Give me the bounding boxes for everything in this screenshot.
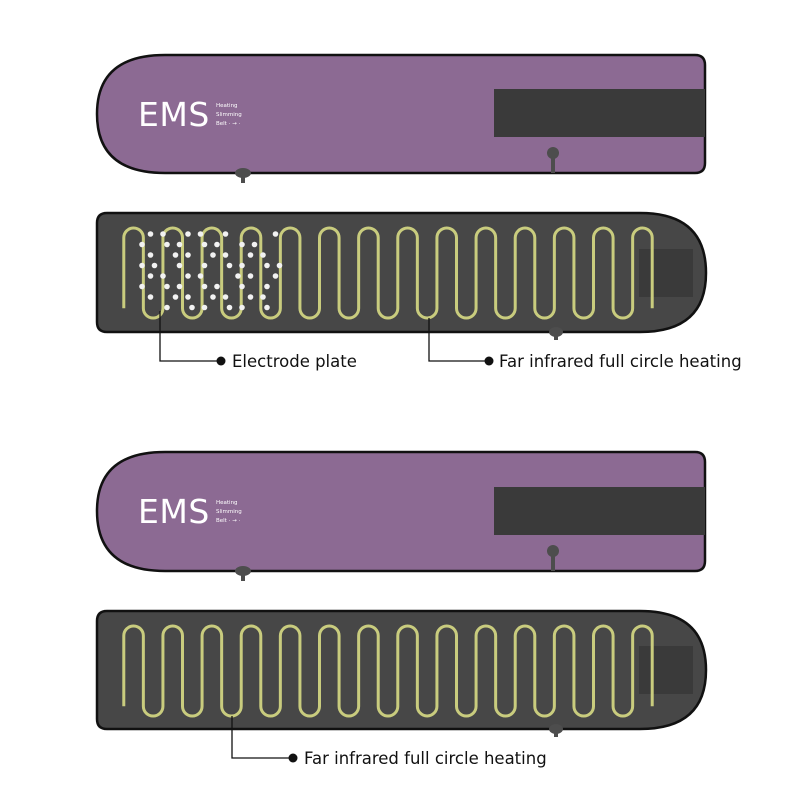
belt-2-front-snap-button-right: [547, 545, 559, 571]
belt-2-heating-wire: [122, 624, 654, 718]
electrode-dot: [197, 231, 204, 237]
electrode-dot: [239, 283, 245, 290]
belt-1-callout-electrode-leader: [159, 311, 220, 362]
electrode-dot: [151, 262, 158, 269]
electrode-dot: [276, 262, 283, 269]
belt-2-callout-heating-label: Far infrared full circle heating: [304, 749, 547, 768]
electrode-dot: [185, 252, 191, 258]
electrode-dot: [260, 294, 266, 300]
belt-1-tagline-line-2: Slimming: [216, 112, 242, 118]
electrode-dot: [239, 241, 245, 248]
belt-1-callout-electrode-label: Electrode plate: [232, 352, 357, 371]
electrode-dot: [214, 283, 220, 290]
belt-2-back-snap-button: [549, 724, 563, 737]
belt-2-velcro-strap: [494, 487, 705, 535]
electrode-dot: [139, 262, 145, 269]
electrode-dot: [272, 231, 279, 237]
belt-2-brand-logo: EMS: [138, 492, 210, 531]
electrode-dot: [147, 273, 154, 279]
belt-1-heating-wire: [122, 226, 654, 320]
electrode-dot: [264, 262, 270, 269]
belt-2-back: Far infrared full circle heating: [95, 609, 708, 768]
electrode-dot: [201, 241, 208, 248]
electrode-dot: [197, 273, 204, 279]
belt-2-tagline-line-3: Belt · → ·: [216, 518, 240, 524]
electrode-dot: [164, 304, 170, 311]
belt-1-front-body: [95, 53, 707, 175]
belt-2-front-snap-button-left: [235, 566, 251, 581]
electrode-dot: [160, 273, 166, 279]
electrode-dot: [176, 241, 183, 248]
electrode-dot: [201, 262, 208, 269]
belt-2-front: EMS Heating Slimming Belt · → ·: [95, 450, 707, 581]
electrode-dot: [247, 273, 254, 279]
electrode-dot: [201, 304, 208, 311]
electrode-dot: [272, 273, 279, 279]
electrode-dot: [164, 241, 170, 248]
belt-1-back-strap-end: [639, 249, 693, 297]
electrode-dot: [160, 231, 166, 237]
electrode-dot: [176, 283, 183, 290]
belt-1-callout-electrode-marker: [216, 356, 226, 366]
belt-1-electrode-plate: [139, 231, 283, 311]
belt-2-front-body: [95, 450, 707, 573]
belt-1-callout-heating-marker: [484, 356, 494, 366]
electrode-dot: [264, 283, 270, 290]
belt-1-callout-heating: Far infrared full circle heating: [428, 318, 742, 371]
electrode-dot: [226, 304, 233, 311]
electrode-dot: [239, 262, 245, 269]
electrode-dot: [189, 304, 195, 311]
electrode-dot: [239, 304, 245, 311]
belt-2-tagline-line-2: Slimming: [216, 509, 242, 515]
electrode-dot: [222, 252, 229, 258]
electrode-dot: [222, 231, 229, 237]
electrode-dot: [251, 241, 258, 248]
belt-1-callout-electrode: Electrode plate: [159, 311, 357, 371]
electrode-dot: [222, 294, 229, 300]
belt-2-callout-heating: Far infrared full circle heating: [231, 716, 547, 768]
electrode-dot: [201, 283, 208, 290]
belt-1-back-snap-button: [549, 327, 563, 340]
belt-2-back-strap-end: [639, 646, 693, 694]
electrode-dot: [226, 262, 233, 269]
electrode-dot: [264, 304, 270, 311]
electrode-dot: [210, 252, 216, 258]
belt-1-back: Electrode plate Far infrared full circle…: [95, 211, 742, 371]
belt-2-callout-heating-marker: [288, 753, 298, 763]
electrode-dot: [147, 294, 154, 300]
electrode-dot: [147, 252, 154, 258]
belt-1-front: EMS Heating Slimming Belt · → ·: [95, 53, 707, 183]
electrode-dot: [139, 283, 145, 290]
electrode-dot: [185, 231, 191, 237]
belt-2-tagline-line-1: Heating: [216, 500, 238, 506]
electrode-dot: [210, 294, 216, 300]
belt-1-tagline-line-3: Belt · → ·: [216, 121, 240, 127]
electrode-dot: [147, 231, 154, 237]
belt-2-callout-heating-leader: [231, 716, 292, 759]
belt-1-front-snap-button-left: [235, 168, 251, 183]
electrode-dot: [139, 241, 145, 248]
electrode-dot: [185, 294, 191, 300]
belt-1-tagline-line-1: Heating: [216, 103, 238, 109]
electrode-dot: [172, 294, 179, 300]
electrode-dot: [172, 252, 179, 258]
belt-1-front-snap-button-right: [547, 147, 559, 173]
belt-1-callout-heating-label: Far infrared full circle heating: [499, 352, 742, 371]
electrode-dot: [260, 252, 266, 258]
electrode-dot: [247, 252, 254, 258]
belt-1-brand-logo: EMS: [138, 95, 210, 134]
electrode-dot: [214, 241, 220, 248]
electrode-dot: [185, 273, 191, 279]
electrode-dot: [164, 283, 170, 290]
belt-1-velcro-strap: [494, 89, 705, 137]
electrode-dot: [247, 294, 254, 300]
electrode-dot: [176, 262, 183, 269]
belt-1-callout-heating-leader: [428, 318, 488, 362]
electrode-dot: [235, 273, 241, 279]
